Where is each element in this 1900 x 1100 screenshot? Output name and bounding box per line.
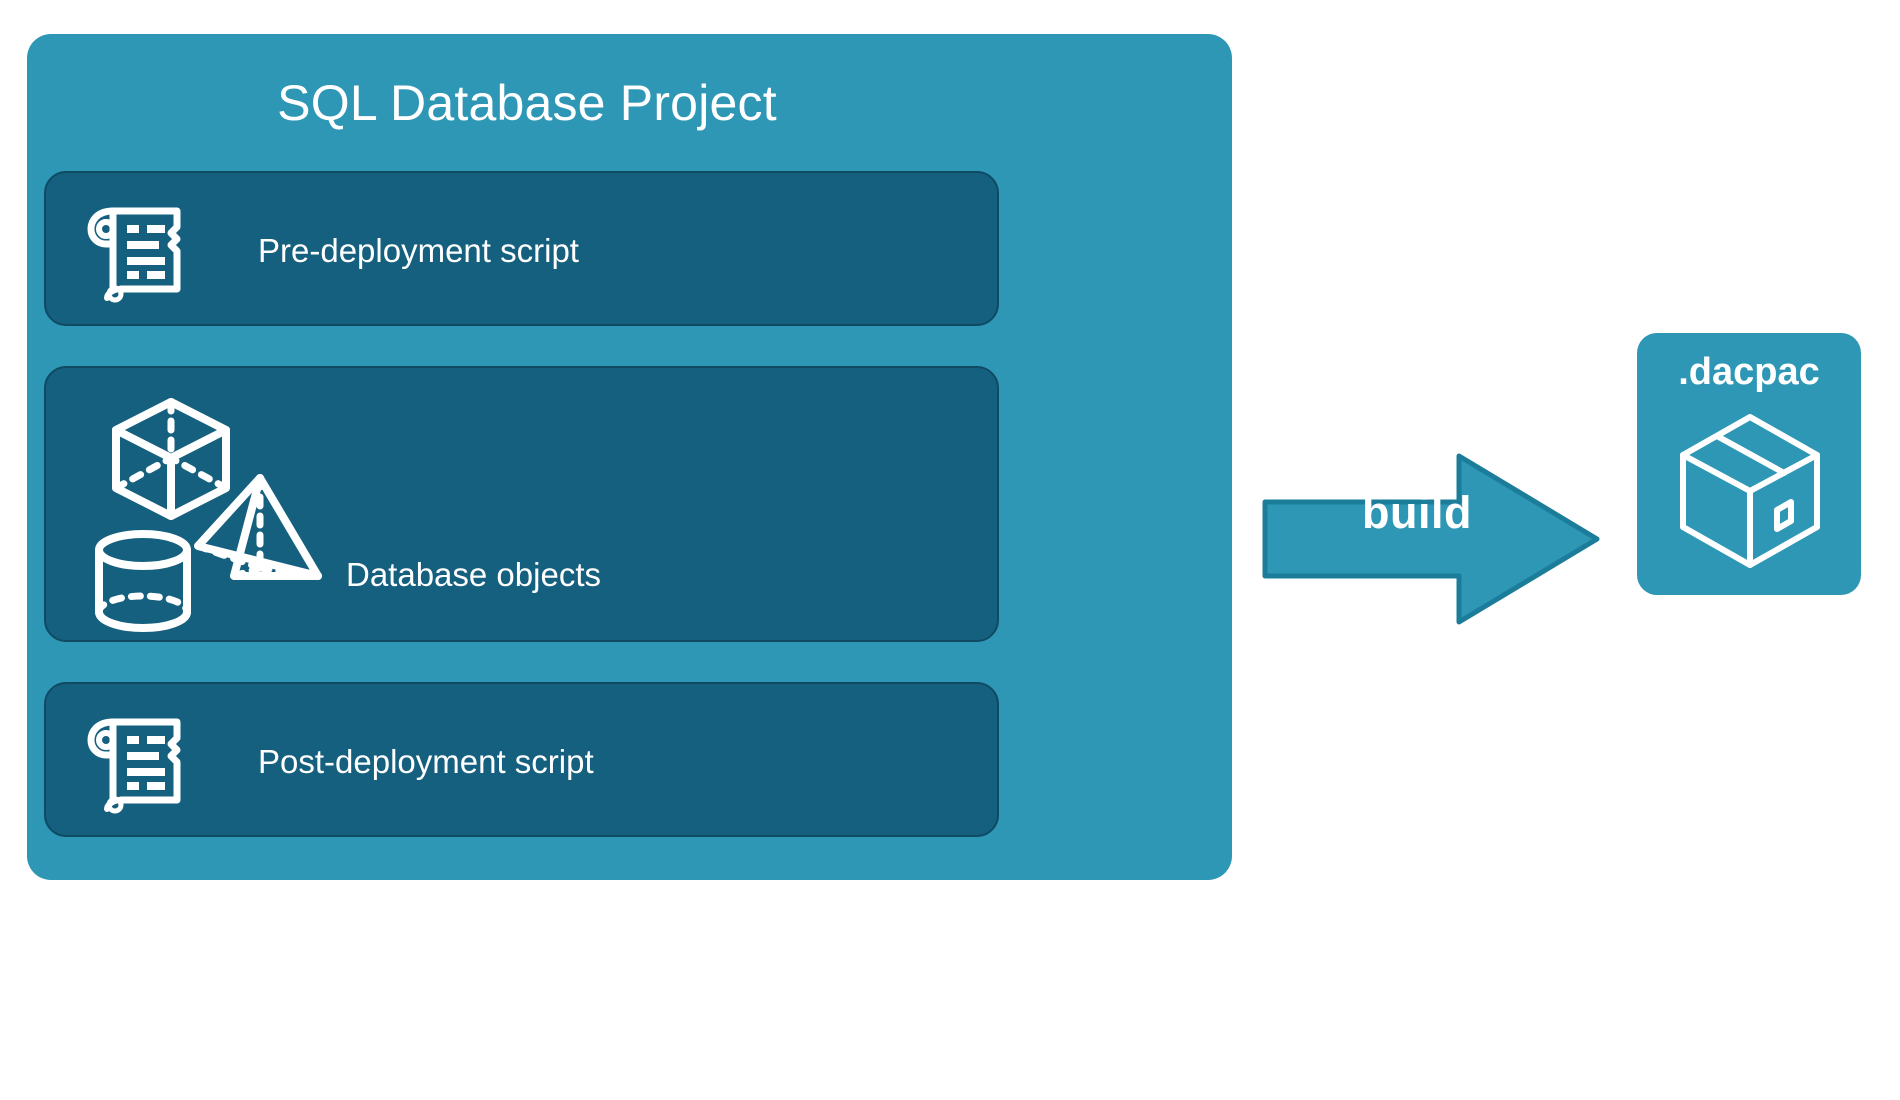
page-title: SQL Database Project (277, 75, 777, 131)
scroll-icon (85, 199, 200, 303)
dacpac-output-box: .dacpac (1637, 333, 1861, 595)
card-post-deployment-script: Post-deployment script (44, 682, 999, 837)
card-label-pre-deployment: Pre-deployment script (258, 232, 579, 269)
cube-icon (108, 396, 234, 522)
card-label-post-deployment: Post-deployment script (258, 743, 594, 780)
pyramid-icon (188, 472, 323, 590)
build-arrow-label: build (1362, 487, 1472, 538)
card-database-objects: Database objects (tables, stored procs, … (44, 366, 999, 727)
card-pre-deployment-script: Pre-deployment script (44, 171, 999, 326)
dacpac-label: .dacpac (1678, 351, 1820, 393)
build-arrow-shape (1262, 453, 1600, 625)
package-box-icon (1677, 411, 1823, 569)
build-arrow (1261, 450, 1601, 628)
cylinder-icon (87, 526, 199, 638)
sql-database-project-container: SQL Database Project (27, 34, 1232, 880)
card-label-database-objects-line1: Database objects (346, 556, 601, 594)
scroll-icon (85, 710, 200, 814)
